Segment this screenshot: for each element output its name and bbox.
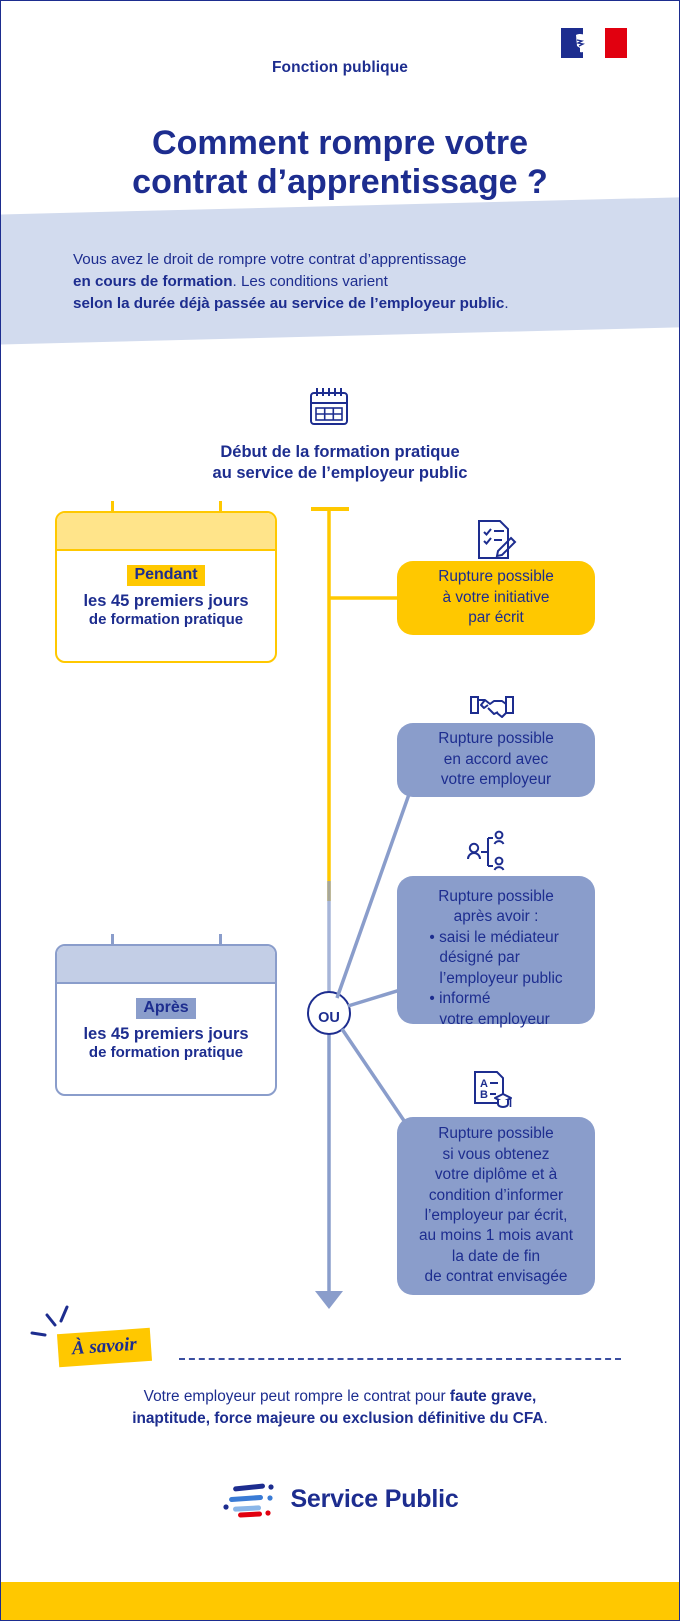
svg-text:B: B [480, 1089, 488, 1101]
title-line-1: Comment rompre votre [152, 123, 528, 162]
marianne-icon [576, 34, 588, 53]
timeline-start-line-2: au service de l’employeur public [212, 463, 468, 482]
footer-accent-bar [1, 1582, 679, 1620]
note-line-2-bold: inaptitude, force majeure ou exclusion d… [132, 1410, 544, 1428]
outcome-1-line-3: par écrit [468, 609, 524, 627]
intro-line-2-plain: . Les conditions varient [232, 273, 388, 291]
outcome-3-bullet-1: • saisi le médiateur désigné par l’emplo… [429, 928, 562, 989]
outcome-1-line-1: Rupture possible [438, 568, 554, 586]
eyebrow-label: Fonction publique [271, 59, 408, 76]
outcome-3-bullet-1-line-2: désigné par [439, 949, 520, 967]
page-title: Comment rompre votre contrat d’apprentis… [1, 124, 679, 203]
a-savoir-divider [179, 1358, 621, 1360]
period-card-apres: Après les 45 premiers jours de formation… [55, 944, 277, 1096]
outcome-2-line-2: en accord avec [443, 750, 549, 768]
period-card-body-pendant: Pendant les 45 premiers jours de formati… [57, 551, 275, 647]
outcome-card-initiative: Rupture possible à votre initiative par … [397, 561, 595, 635]
outcome-3-bullet-2-line-1: • informé [429, 990, 491, 1008]
outcome-1-line-2: à votre initiative [442, 588, 550, 606]
title-line-2: contrat d’apprentissage ? [132, 163, 548, 202]
period-card-body-apres: Après les 45 premiers jours de formation… [57, 984, 275, 1080]
sparkle-lines-icon [30, 1305, 69, 1337]
intro-line-1: Vous avez le droit de rompre votre contr… [73, 251, 467, 268]
outcome-2-line-3: votre employeur [440, 771, 552, 789]
outcome-4-line-4: condition d’informer [428, 1186, 564, 1204]
ou-junction-label: OU [318, 1010, 340, 1026]
flag-red-band [605, 28, 627, 58]
outcome-4-line-3: votre diplôme et à [434, 1166, 558, 1184]
period-line1-pendant: les 45 premiers jours [83, 592, 249, 610]
timeline-arrow-head [315, 1291, 343, 1309]
outcome-3-intro-1: Rupture possible [438, 888, 554, 905]
outcome-card-diplome: Rupture possible si vous obtenez votre d… [397, 1117, 595, 1295]
period-card-pendant: Pendant les 45 premiers jours de formati… [55, 511, 277, 663]
french-republic-flag-logo [561, 28, 627, 58]
outcome-4-line-1: Rupture possible [438, 1125, 554, 1143]
a-savoir-badge: À savoir [56, 1327, 152, 1368]
diploma-graduation-icon: A B [474, 1071, 512, 1108]
period-line2-apres: de formation pratique [88, 1044, 244, 1062]
outcome-4-line-2: si vous obtenez [442, 1145, 550, 1163]
handshake-icon [470, 696, 514, 718]
flag-white-band [576, 28, 605, 58]
outcome-4-line-6: au moins 1 mois avant [419, 1227, 573, 1245]
period-card-header-pendant [57, 513, 275, 551]
intro-line-2-bold: en cours de formation [73, 273, 233, 291]
period-line1-apres: les 45 premiers jours [83, 1025, 249, 1043]
outcome-4-line-7: la date de fin [451, 1247, 541, 1265]
calendar-icon [310, 388, 348, 425]
outcome-card-accord-employeur: Rupture possible en accord avec votre em… [397, 723, 595, 797]
outcome-3-bullet-2: • informé votre employeur [429, 989, 562, 1030]
a-savoir-text: Votre employeur peut rompre le contrat p… [1, 1386, 679, 1431]
document-check-pen-icon [478, 520, 517, 559]
note-line-2-plain: . [543, 1410, 548, 1428]
period-line2-pendant: de formation pratique [88, 611, 244, 629]
outcome-card-mediateur: Rupture possible après avoir : • saisi l… [397, 876, 595, 1028]
outcome-3-bullet-1-line-1: • saisi le médiateur [429, 928, 559, 946]
period-tag-pendant: Pendant [127, 565, 205, 586]
outcome-4-line-8: de contrat envisagée [424, 1268, 568, 1286]
timeline-start-line-1: Début de la formation pratique [220, 443, 460, 461]
timeline-start-label: Début de la formation pratique au servic… [1, 442, 679, 484]
period-card-header-apres [57, 946, 275, 984]
outcome-2-line-1: Rupture possible [438, 730, 554, 748]
note-line-1-bold: faute grave, [449, 1388, 537, 1405]
svg-text:A: A [480, 1078, 488, 1090]
service-public-logo-text: Service Public [290, 1484, 459, 1513]
outcome-3-bullet-2-line-2: votre employeur [439, 1010, 550, 1028]
mediation-people-icon [467, 830, 505, 871]
outcome-3-bullet-1-line-3: l’employeur public [439, 969, 563, 987]
period-tag-apres: Après [136, 998, 196, 1019]
intro-paragraph: Vous avez le droit de rompre votre contr… [73, 249, 613, 316]
outcome-4-line-5: l’employeur par écrit, [424, 1207, 568, 1224]
outcome-3-intro-2: après avoir : [453, 908, 539, 926]
intro-line-3-bold: selon la durée déjà passée au service de… [73, 295, 505, 313]
intro-line-3-plain: . [504, 295, 509, 313]
service-public-logo: Service Public [1, 1479, 679, 1519]
branch-to-outcome-4 [340, 1028, 415, 1135]
outcome-3-bullet-list: • saisi le médiateur désigné par l’emplo… [429, 928, 562, 1030]
note-line-1-plain: Votre employeur peut rompre le contrat p… [143, 1388, 450, 1405]
service-public-logo-mark [223, 1483, 275, 1518]
